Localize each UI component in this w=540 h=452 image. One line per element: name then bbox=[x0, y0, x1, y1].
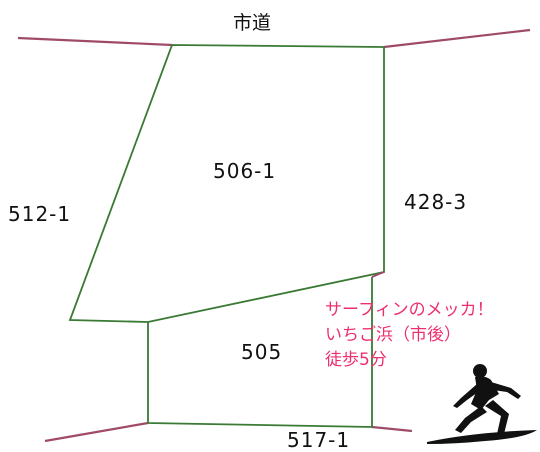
road-edge-top-right bbox=[383, 28, 531, 49]
road-edge-bottom-right bbox=[371, 425, 413, 433]
surfer-icon bbox=[427, 364, 537, 444]
parcel-506-1-boundary bbox=[68, 44, 385, 323]
promo-line-3: 徒歩5分 bbox=[325, 350, 387, 370]
parcel-label-505: 505 bbox=[241, 340, 283, 364]
promo-text: サーフィンのメッカ！ いちご浜（市後） 徒歩5分 bbox=[325, 298, 494, 373]
road-edge-top-left bbox=[17, 36, 173, 47]
parcel-label-428-3: 428-3 bbox=[404, 190, 468, 214]
road-edge-bottom-left bbox=[44, 421, 149, 443]
parcel-label-512-1: 512-1 bbox=[8, 202, 72, 226]
parcel-505-boundary bbox=[147, 277, 373, 428]
promo-line-2: いちご浜（市後） bbox=[325, 325, 461, 345]
parcel-label-506-1: 506-1 bbox=[213, 159, 277, 183]
parcel-label-517-1: 517-1 bbox=[287, 428, 351, 452]
road-label: 市道 bbox=[233, 12, 272, 34]
parcel-notch bbox=[371, 271, 385, 278]
promo-line-1: サーフィンのメッカ！ bbox=[325, 300, 494, 320]
